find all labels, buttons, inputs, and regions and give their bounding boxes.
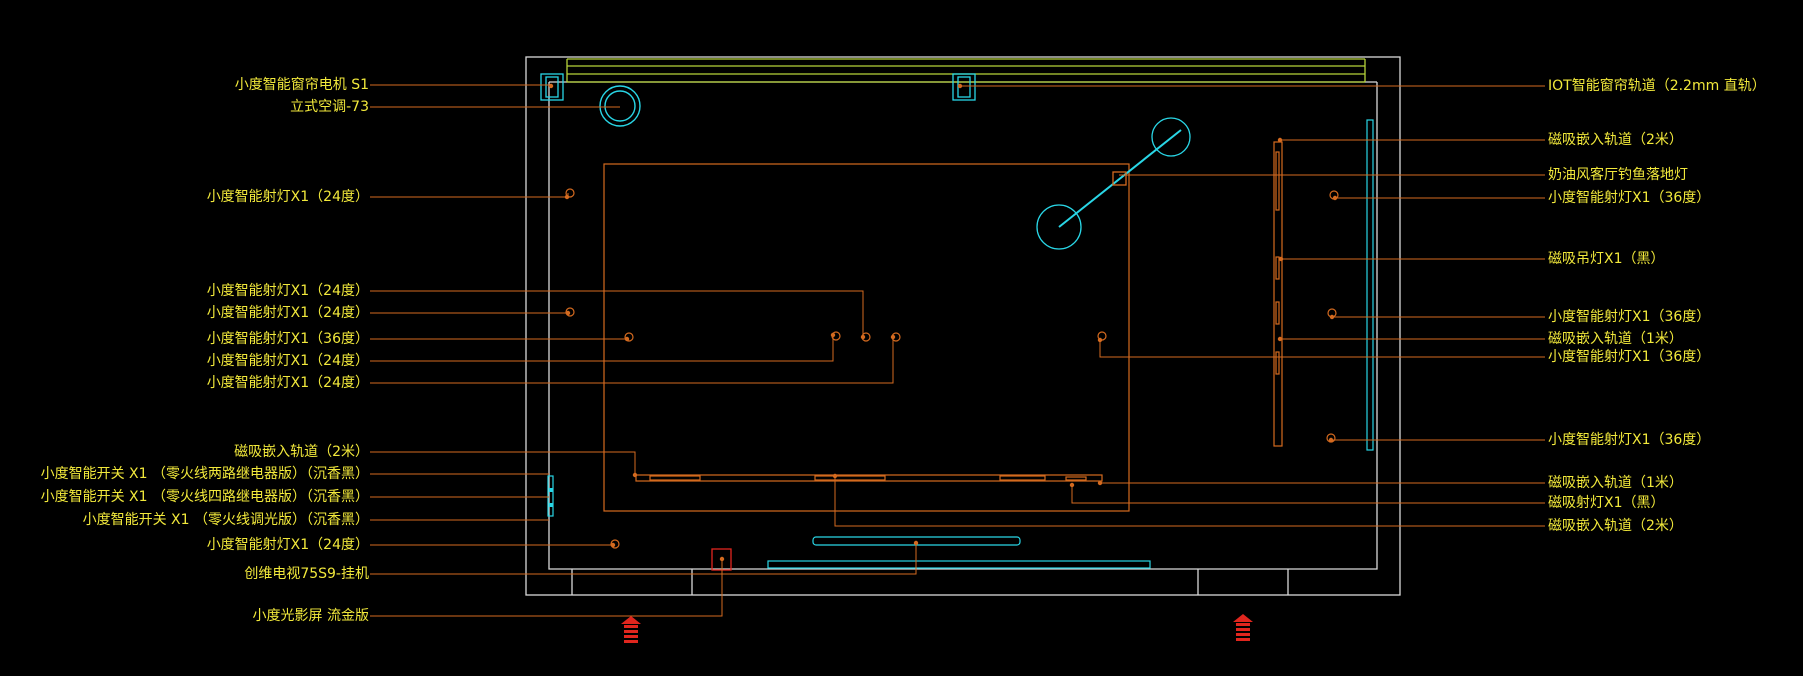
spotlight-icons xyxy=(565,188,1339,549)
entrance-arrow-icon xyxy=(1233,614,1253,641)
label-spotlight: 小度智能射灯X1（36度） xyxy=(1548,432,1711,448)
label-curtain-motor: 小度智能窗帘电机 S1 xyxy=(234,77,369,93)
label-spotlight: 小度智能射灯X1（24度） xyxy=(206,305,369,321)
label-magnetic-track: 磁吸嵌入轨道（1米） xyxy=(1548,331,1683,347)
room-walls xyxy=(525,56,1401,596)
label-spotlight: 小度智能射灯X1（36度） xyxy=(1548,309,1711,325)
wall-panels xyxy=(547,119,1374,569)
label-light-screen: 小度光影屏 流金版 xyxy=(252,608,369,624)
label-magnetic-spotlight: 磁吸射灯X1（黑） xyxy=(1548,495,1665,511)
label-spotlight: 小度智能射灯X1（24度） xyxy=(206,375,369,391)
label-spotlight: 小度智能射灯X1（24度） xyxy=(206,537,369,553)
switch-markers xyxy=(549,488,553,507)
curtain-track xyxy=(566,58,1366,83)
label-floor-lamp: 奶油风客厅钓鱼落地灯 xyxy=(1548,167,1688,183)
label-magnetic-track: 磁吸嵌入轨道（2米） xyxy=(1548,518,1683,534)
label-spotlight: 小度智能射灯X1（36度） xyxy=(1548,190,1711,206)
leader-endpoints xyxy=(548,83,1338,562)
label-magnetic-track: 磁吸嵌入轨道（2米） xyxy=(1548,132,1683,148)
floor-lamp-icon xyxy=(1036,117,1191,250)
leader-lines xyxy=(370,84,1545,617)
curtain-motor-icon xyxy=(540,73,976,101)
label-spotlight: 小度智能射灯X1（24度） xyxy=(206,189,369,205)
label-air-conditioner: 立式空调-73 xyxy=(290,99,369,115)
label-pendant-light: 磁吸吊灯X1（黑） xyxy=(1548,251,1665,267)
label-spotlight: 小度智能射灯X1（24度） xyxy=(206,353,369,369)
air-conditioner-icon xyxy=(599,85,641,127)
label-spotlight: 小度智能射灯X1（36度） xyxy=(1548,349,1711,365)
ceiling-outline xyxy=(603,163,1130,512)
magnetic-tracks xyxy=(635,141,1283,482)
label-switch-four-way: 小度智能开关 X1 （零火线四路继电器版）（沉香黑） xyxy=(40,489,369,505)
label-spotlight: 小度智能射灯X1（24度） xyxy=(206,283,369,299)
label-magnetic-track: 磁吸嵌入轨道（2米） xyxy=(234,444,369,460)
label-switch-dimmer: 小度智能开关 X1 （零火线调光版）（沉香黑） xyxy=(82,512,369,528)
label-curtain-track: IOT智能窗帘轨道（2.2mm 直轨） xyxy=(1548,78,1766,94)
label-switch-two-way: 小度智能开关 X1 （零火线两路继电器版）（沉香黑） xyxy=(40,466,369,482)
entrance-arrow-icon xyxy=(621,616,641,643)
label-tv: 创维电视75S9-挂机 xyxy=(244,566,369,582)
label-magnetic-track: 磁吸嵌入轨道（1米） xyxy=(1548,475,1683,491)
label-spotlight: 小度智能射灯X1（36度） xyxy=(206,331,369,347)
